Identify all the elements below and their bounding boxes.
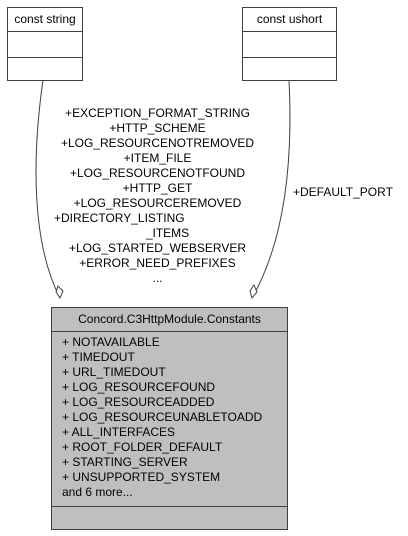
edge-label-line: +ERROR_NEED_PREFIXES [79,256,236,270]
attribute-item: + LOG_RESOURCEFOUND [62,380,216,394]
attribute-item: + NOTAVAILABLE [62,335,160,349]
node-title: Concord.C3HttpModule.Constants [52,308,287,332]
ushort-edge-label: +DEFAULT_PORT [293,185,393,199]
const-string-node: const string [7,7,83,81]
edge-string-to-constants [35,79,61,299]
attribute-item: + TIMEDOUT [62,350,135,364]
node-methods-section [243,58,336,82]
attribute-item: + STARTING_SERVER [62,455,188,469]
node-attributes-section: + NOTAVAILABLE + TIMEDOUT + URL_TIMEDOUT… [52,332,287,507]
attribute-item: + URL_TIMEDOUT [62,365,166,379]
edge-label-line: +LOG_RESOURCENOTFOUND [69,166,246,180]
edge-label-line: ... [152,271,163,285]
node-attributes-section [8,32,82,58]
attribute-item: + ALL_INTERFACES [62,425,176,439]
const-ushort-node: const ushort [242,7,337,81]
string-edge-label-block: +EXCEPTION_FORMAT_STRING +HTTP_SCHEME +L… [50,106,265,286]
edge-label-line: _ITEMS [145,226,190,240]
edge-label-line: +EXCEPTION_FORMAT_STRING [65,106,250,120]
attribute-list: + NOTAVAILABLE + TIMEDOUT + URL_TIMEDOUT… [52,332,287,506]
constants-class-node: Concord.C3HttpModule.Constants + NOTAVAI… [51,307,288,530]
node-title: const string [8,8,82,32]
edge-label-line: +LOG_STARTED_WEBSERVER [68,241,247,255]
attribute-more: and 6 more... [62,485,133,499]
node-attributes-section [243,32,336,58]
attribute-item: + LOG_RESOURCEUNABLETOADD [62,410,263,424]
edge-label-line: +LOG_RESOURCEREMOVED [73,196,242,210]
node-title: const ushort [243,8,336,32]
attribute-item: + UNSUPPORTED_SYSTEM [62,470,221,484]
edge-label-line: +HTTP_SCHEME [109,121,206,135]
edge-ushort-to-constants [251,79,291,299]
node-methods-section [8,58,82,82]
edge-label-line: +ITEM_FILE [123,151,192,165]
attribute-item: + LOG_RESOURCEADDED [62,395,215,409]
edge-label-line: +DIRECTORY_LISTING [54,211,185,225]
edge-label-line: +HTTP_GET [122,181,193,195]
attribute-item: + ROOT_FOLDER_DEFAULT [62,440,223,454]
node-methods-section [52,507,287,531]
edge-ushort-diamond [249,283,258,300]
edge-label-line: +LOG_RESOURCENOTREMOVED [60,136,255,150]
edge-string-diamond [55,285,64,300]
